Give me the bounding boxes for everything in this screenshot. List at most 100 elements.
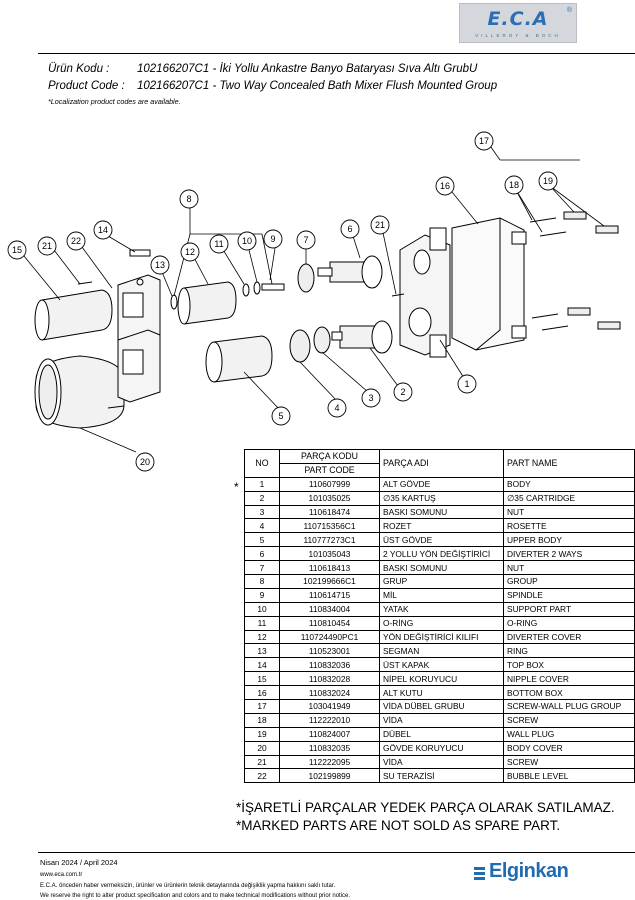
svg-text:20: 20 bbox=[140, 457, 150, 467]
localization-note: *Localization product codes are availabl… bbox=[48, 97, 181, 106]
cell-name-en: DIVERTER 2 WAYS bbox=[503, 546, 635, 562]
cell-part-code: 102199899 bbox=[279, 768, 380, 784]
eca-logo: E.C.A ® VILLEROY & BOCH bbox=[459, 3, 577, 43]
part-nipple-cover bbox=[34, 289, 113, 341]
part-diverter-cover bbox=[177, 281, 237, 325]
callout-19: 19 bbox=[538, 171, 558, 191]
svg-text:8: 8 bbox=[186, 194, 191, 204]
cell-name-en: RING bbox=[503, 643, 635, 659]
callout-7: 7 bbox=[296, 230, 316, 250]
callout-17: 17 bbox=[474, 131, 494, 151]
callout-11: 11 bbox=[209, 234, 229, 254]
cell-part-code: 110777273C1 bbox=[279, 532, 380, 548]
cell-name-en: BUBBLE LEVEL bbox=[503, 768, 635, 784]
footer-disclaimer-en: We reserve the right to alter product sp… bbox=[40, 893, 351, 899]
cell-name-tr: SU TERAZİSİ bbox=[379, 768, 504, 784]
cell-name-tr: BASKI SOMUNU bbox=[379, 560, 504, 576]
callout-5: 5 bbox=[271, 406, 291, 426]
part-top-box bbox=[117, 274, 161, 403]
cell-no: 12 bbox=[244, 629, 280, 645]
footer-date: Nisan 2024 / April 2024 bbox=[40, 858, 118, 867]
header-no: NO bbox=[244, 449, 280, 478]
svg-text:11: 11 bbox=[214, 239, 223, 249]
svg-text:12: 12 bbox=[185, 247, 195, 257]
product-code-value-tr: 102166207C1 - İki Yollu Ankastre Banyo B… bbox=[137, 63, 478, 75]
callout-12: 12 bbox=[180, 242, 200, 262]
part-o-ring bbox=[242, 283, 250, 297]
callout-2: 2 bbox=[393, 382, 413, 402]
part-rosette bbox=[289, 329, 311, 363]
callout-9: 9 bbox=[263, 229, 283, 249]
svg-text:9: 9 bbox=[270, 234, 275, 244]
svg-text:14: 14 bbox=[98, 225, 108, 235]
cell-part-code: 110824007 bbox=[279, 726, 380, 742]
cell-name-en: GROUP bbox=[503, 574, 635, 589]
callout-13: 13 bbox=[150, 255, 170, 275]
cell-part-code: 110724490PC1 bbox=[279, 629, 380, 645]
part-bottom-box bbox=[451, 217, 527, 351]
warning-tr: *İŞARETLİ PARÇALAR YEDEK PARÇA OLARAK SA… bbox=[236, 800, 615, 815]
svg-text:3: 3 bbox=[368, 393, 373, 403]
cell-part-code: 110614715 bbox=[279, 587, 380, 603]
footer-rule bbox=[38, 852, 635, 853]
cell-part-code: 110832028 bbox=[279, 671, 380, 687]
cell-no: 14 bbox=[244, 657, 280, 673]
svg-text:10: 10 bbox=[242, 236, 252, 246]
cell-name-tr: BASKI SOMUNU bbox=[379, 504, 504, 520]
part-bubble-level bbox=[129, 249, 151, 257]
footer-website[interactable]: www.eca.com.tr bbox=[40, 872, 83, 878]
cell-name-tr: SEGMAN bbox=[379, 643, 504, 659]
cell-name-tr: YÖN DEĞİŞTİRİCİ KILIFI bbox=[379, 629, 504, 645]
table-header-row: NO PARÇA KODU PARÇA ADI PART NAME bbox=[244, 449, 635, 478]
cell-no: 1 bbox=[244, 476, 280, 492]
eca-logo-mark: E.C.A bbox=[487, 8, 549, 30]
part-body-cover bbox=[34, 355, 125, 429]
part-screws-wall-plugs bbox=[529, 211, 621, 331]
cell-no: 17 bbox=[244, 699, 280, 714]
cell-name-tr: O-RİNG bbox=[379, 615, 504, 631]
cell-name-en: SCREW bbox=[503, 754, 635, 770]
part-cartridge bbox=[331, 320, 393, 354]
elginkan-wordmark: Elginkan bbox=[489, 860, 569, 882]
cell-name-en: WALL PLUG bbox=[503, 726, 635, 742]
callout-21b: 21 bbox=[370, 215, 390, 235]
warning-en: *MARKED PARTS ARE NOT SOLD AS SPARE PART… bbox=[236, 818, 561, 833]
cell-name-tr: VİDA bbox=[379, 712, 504, 728]
callout-21a: 21 bbox=[37, 236, 57, 256]
svg-text:2: 2 bbox=[400, 387, 405, 397]
cell-name-tr: 2 YOLLU YÖN DEĞİŞTİRİCİ bbox=[379, 546, 504, 562]
cell-name-en: BODY COVER bbox=[503, 740, 635, 756]
header-code-tr: PARÇA KODU bbox=[279, 449, 380, 464]
cell-no: 5 bbox=[244, 532, 280, 548]
cell-name-en: BOTTOM BOX bbox=[503, 685, 635, 701]
part-screw-21b bbox=[107, 405, 125, 409]
cell-name-en: SPINDLE bbox=[503, 587, 635, 603]
svg-text:19: 19 bbox=[543, 176, 553, 186]
product-code-value-en: 102166207C1 - Two Way Concealed Bath Mix… bbox=[137, 80, 498, 92]
cell-no: 20 bbox=[244, 740, 280, 756]
cell-part-code: 110607999 bbox=[279, 476, 380, 492]
cell-part-code: 110618413 bbox=[279, 560, 380, 576]
cell-part-code: 112222095 bbox=[279, 754, 380, 770]
cell-name-en: NIPPLE COVER bbox=[503, 671, 635, 687]
marked-part-star: * bbox=[234, 480, 239, 494]
cell-name-en: UPPER BODY bbox=[503, 532, 635, 548]
header-name-tr: PARÇA ADI bbox=[379, 449, 504, 478]
svg-text:7: 7 bbox=[303, 235, 308, 245]
svg-text:1: 1 bbox=[464, 379, 469, 389]
header-name-en: PART NAME bbox=[503, 449, 635, 478]
part-main-body bbox=[399, 227, 451, 358]
part-ring bbox=[170, 294, 178, 310]
cell-name-tr: ÜST GÖVDE bbox=[379, 532, 504, 548]
